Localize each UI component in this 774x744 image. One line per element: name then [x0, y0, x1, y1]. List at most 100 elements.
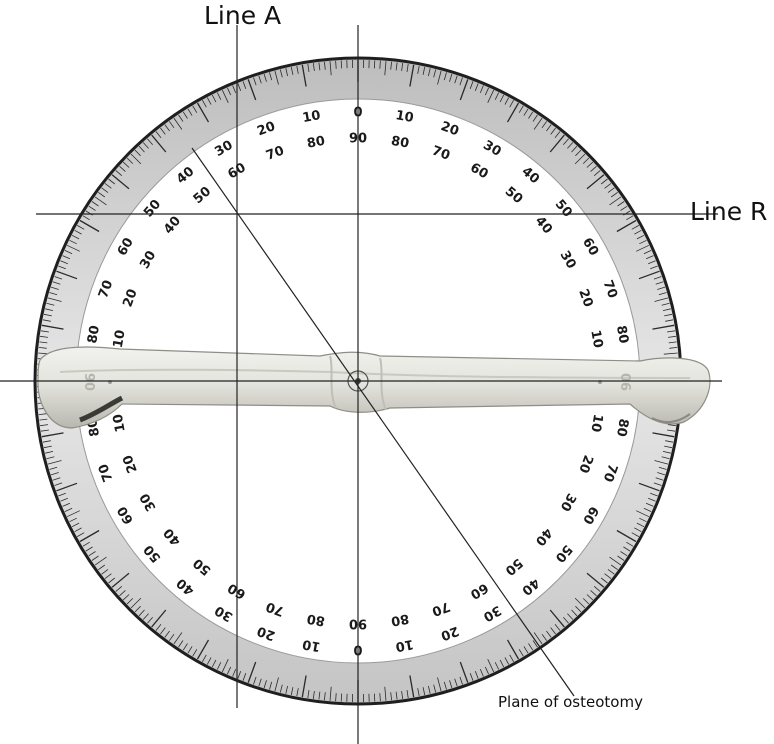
tick-mark — [667, 335, 676, 338]
tick-mark — [122, 594, 130, 601]
tick-mark — [504, 657, 510, 665]
tick-mark — [64, 250, 73, 255]
tick-mark — [296, 65, 299, 74]
tick-mark — [192, 649, 198, 657]
tick-mark — [422, 66, 426, 75]
tick-mark — [62, 502, 71, 507]
tick-mark — [600, 178, 608, 185]
tick-mark — [546, 124, 552, 132]
tick-mark — [237, 671, 242, 679]
tick-mark — [532, 114, 538, 122]
tick-mark — [655, 477, 664, 481]
tick-mark — [653, 482, 662, 486]
tick-mark — [469, 81, 474, 89]
tick-mark — [279, 69, 283, 78]
tick-mark — [52, 281, 61, 285]
tick-mark — [111, 572, 130, 588]
tick-mark — [115, 585, 123, 592]
tick-mark — [88, 551, 96, 557]
tick-mark — [499, 659, 505, 668]
tick-mark — [274, 677, 279, 692]
scale-inner-number: 70 — [264, 143, 286, 163]
tick-mark — [665, 319, 674, 322]
tick-mark — [533, 632, 543, 645]
tick-mark — [384, 61, 387, 76]
tick-mark — [663, 352, 678, 355]
tick-mark — [82, 541, 90, 547]
tick-mark — [50, 472, 59, 476]
tick-mark — [324, 61, 326, 70]
scale-outer-number: 70 — [600, 278, 620, 300]
tick-mark — [484, 87, 489, 96]
tick-mark — [609, 196, 622, 206]
tick-mark — [202, 654, 207, 662]
tick-mark — [187, 646, 193, 654]
tick-mark — [88, 205, 96, 211]
tick-mark — [142, 142, 149, 149]
tick-mark — [417, 688, 420, 697]
tick-mark — [178, 114, 184, 122]
tick-mark — [142, 613, 149, 620]
tick-mark — [206, 97, 212, 105]
tick-mark — [506, 102, 520, 123]
tick-mark — [247, 79, 257, 101]
tick-mark — [49, 292, 58, 296]
tick-mark — [657, 472, 666, 476]
tick-mark — [285, 68, 288, 77]
tick-mark — [667, 429, 676, 432]
tick-mark — [379, 693, 381, 702]
tick-mark — [329, 686, 332, 701]
tick-mark — [77, 532, 85, 537]
tick-mark — [549, 609, 565, 628]
tick-mark — [46, 302, 55, 306]
tick-mark — [216, 92, 222, 100]
tick-mark — [658, 466, 667, 470]
tick-mark — [164, 124, 170, 132]
tick-mark — [42, 440, 51, 443]
tick-mark — [221, 89, 229, 103]
tick-mark — [634, 229, 642, 235]
tick-mark — [221, 659, 229, 673]
tick-mark — [620, 205, 628, 211]
tick-mark — [620, 551, 628, 557]
tick-mark — [616, 529, 637, 543]
tick-mark — [631, 532, 639, 537]
scale-outer-number: 70 — [96, 278, 116, 300]
tick-mark — [47, 460, 62, 465]
tick-mark — [227, 87, 232, 96]
scale-inner-number: 20 — [120, 287, 140, 309]
tick-mark — [38, 347, 47, 349]
tick-mark — [40, 429, 49, 432]
tick-mark — [52, 477, 61, 481]
tick-mark — [134, 605, 141, 613]
tick-mark — [46, 456, 55, 460]
tick-mark — [631, 225, 639, 230]
tick-mark — [178, 640, 184, 648]
tick-mark — [479, 668, 484, 677]
tick-mark — [39, 418, 48, 421]
tick-mark — [652, 432, 675, 438]
tick-mark — [49, 466, 58, 470]
tick-mark — [662, 308, 671, 311]
tick-mark — [571, 609, 578, 617]
tick-mark — [636, 510, 650, 518]
tick-mark — [586, 161, 594, 168]
tick-mark — [459, 676, 463, 685]
bone-overlay-90-left: 90 — [81, 373, 96, 391]
tick-mark — [40, 335, 49, 338]
tick-mark — [43, 313, 52, 317]
tick-mark — [658, 292, 667, 296]
tick-mark — [459, 77, 463, 86]
tick-mark — [115, 170, 123, 177]
tick-mark — [66, 510, 80, 518]
tick-mark — [147, 616, 154, 624]
tick-mark — [401, 63, 404, 72]
tick-mark — [47, 297, 62, 302]
tick-mark — [263, 73, 267, 82]
tick-mark — [639, 239, 647, 245]
tick-mark — [667, 424, 676, 427]
tick-mark — [290, 66, 294, 75]
tick-mark — [54, 482, 63, 486]
tick-mark — [433, 684, 437, 693]
line-a-label: Line A — [204, 1, 281, 30]
